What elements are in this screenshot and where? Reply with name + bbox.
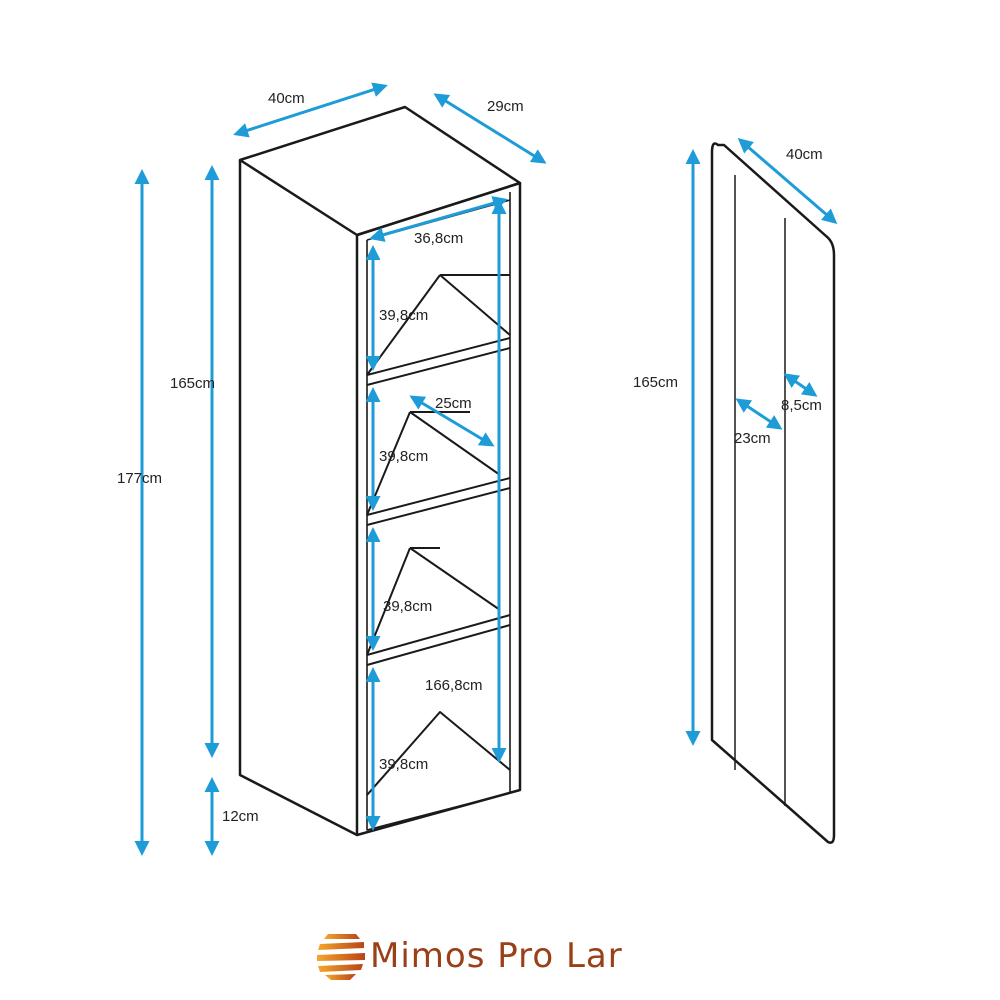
inner-width-label: 36,8cm [414,230,464,247]
brand-globe-icon [317,934,365,980]
door-width-label: 40cm [786,146,823,163]
compartment-4-height-label: 39,8cm [379,756,429,773]
shelves [366,274,511,796]
compartment-1-height-label: 39,8cm [379,307,429,324]
dimension-arrows [134,82,838,856]
shelf-depth-label: 25cm [435,395,472,412]
cabinet-outline [238,105,522,837]
cabinet-front-frame [356,181,522,837]
cabinet-side-panel [238,105,522,237]
door-outline [710,142,836,844]
total-height-label: 177cm [117,470,163,487]
body-height-label: 165cm [170,375,216,392]
door-edge-label: 8,5cm [781,397,822,414]
brand-logo: Mimos Pro Lar [316,930,623,982]
compartment-3-height-label: 39,8cm [383,598,433,615]
cabinet-width-label: 40cm [268,90,305,107]
brand-name: Mimos Pro Lar [370,936,623,976]
leg-height-label: 12cm [222,808,259,825]
door-groove-label: 23cm [734,430,771,447]
door-height-label: 165cm [633,374,679,391]
compartment-2-height-label: 39,8cm [379,448,429,465]
inner-height-label: 166,8cm [425,677,483,694]
cabinet-depth-label: 29cm [487,98,524,115]
